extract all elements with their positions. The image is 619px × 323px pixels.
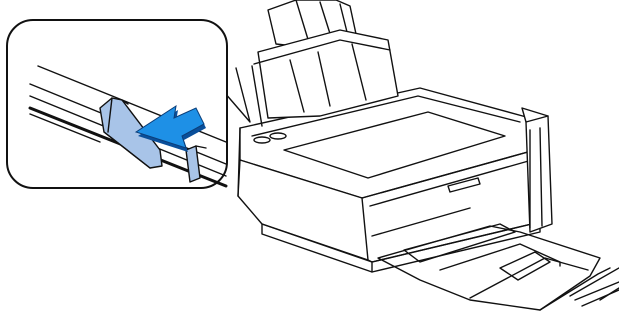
ink-tank-unit [521, 107, 553, 233]
edge-guide [99, 97, 163, 169]
paper-support [251, 0, 399, 127]
callout-arrow [134, 104, 206, 152]
output-tray [377, 223, 619, 311]
paper-stack-right [185, 145, 207, 183]
